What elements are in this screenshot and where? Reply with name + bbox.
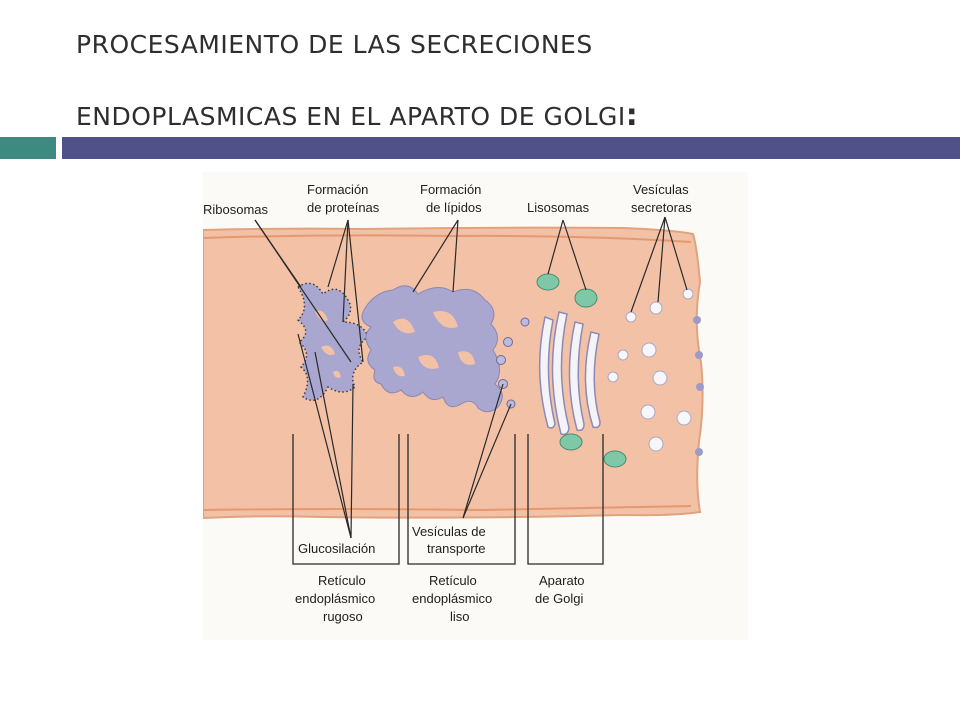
cell-membrane-bottom <box>202 505 692 512</box>
accent-bar-navy <box>62 137 960 159</box>
secretory-vesicles <box>607 288 694 452</box>
rough-reticulum <box>296 282 369 402</box>
transport-vesicles <box>496 317 530 409</box>
cell-membrane-top <box>202 234 692 243</box>
label-vesiculas-secretoras-2: secretoras <box>631 200 692 215</box>
golgi-figure: Ribosomas Formación de proteínas Formaci… <box>202 172 748 640</box>
lysosomes <box>536 273 627 468</box>
label-ribosomas: Ribosomas <box>203 202 269 217</box>
label-glucosilacion: Glucosilación <box>298 541 375 556</box>
label-aparato-golgi-2: de Golgi <box>535 591 584 606</box>
label-reticulo-rugoso-1: Retículo <box>318 573 366 588</box>
region-brackets <box>292 434 604 565</box>
label-formacion-lipidos-2: de lípidos <box>426 200 482 215</box>
accent-bar-teal <box>0 137 56 159</box>
label-vesiculas-transporte-2: transporte <box>427 541 486 556</box>
label-vesiculas-transporte-1: Vesículas de <box>412 524 486 539</box>
slide-title-line-2: ENDOPLASMICAS EN EL APARTO DE GOLGI: <box>76 98 638 133</box>
label-reticulo-liso-1: Retículo <box>429 573 477 588</box>
label-reticulo-rugoso-3: rugoso <box>323 609 363 624</box>
label-aparato-golgi-1: Aparato <box>539 573 585 588</box>
golgi-diagram: Ribosomas Formación de proteínas Formaci… <box>202 182 704 624</box>
label-reticulo-rugoso-2: endoplásmico <box>295 591 375 606</box>
slide-title-text: ENDOPLASMICAS EN EL APARTO DE GOLGI <box>76 102 626 131</box>
leader-lines <box>254 216 688 539</box>
label-lisosomas: Lisosomas <box>527 200 590 215</box>
slide-title-line-1: PROCESAMIENTO DE LAS SECRECIONES <box>76 30 593 59</box>
slide-title-colon: : <box>625 98 639 133</box>
label-reticulo-liso-2: endoplásmico <box>412 591 492 606</box>
label-formacion-proteinas-1: Formación <box>307 182 368 197</box>
label-reticulo-liso-3: liso <box>450 609 470 624</box>
label-vesiculas-secretoras-1: Vesículas <box>633 182 689 197</box>
golgi-cisternae <box>538 311 601 436</box>
label-formacion-lipidos-1: Formación <box>420 182 481 197</box>
exocytosis-sites <box>693 316 704 456</box>
label-formacion-proteinas-2: de proteínas <box>307 200 380 215</box>
